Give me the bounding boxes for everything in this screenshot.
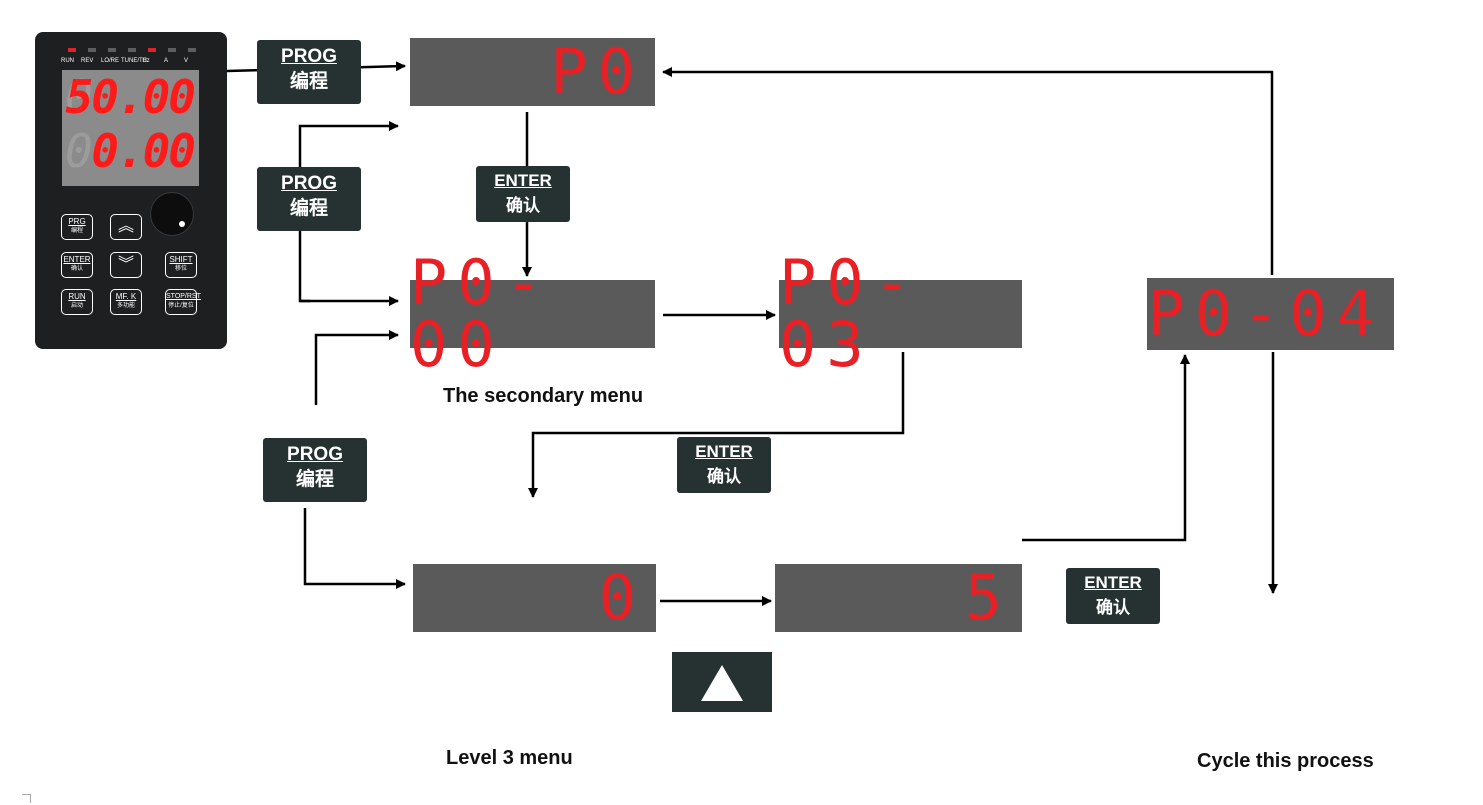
up-key[interactable]: ︽ bbox=[110, 214, 142, 240]
enter-key-tag: ENTER 确认 bbox=[1066, 568, 1160, 624]
led-lo-re: LO/RE bbox=[101, 48, 119, 64]
prog-key-tag: PROG 编程 bbox=[257, 167, 361, 231]
led-rev: REV bbox=[81, 48, 97, 64]
display-value-0: 0 bbox=[413, 564, 656, 632]
corner-mark bbox=[22, 794, 31, 803]
display-line-1: 50.00 bbox=[65, 70, 196, 124]
enter-key-tag: ENTER 确认 bbox=[476, 166, 570, 222]
up-key-tag bbox=[672, 652, 772, 712]
level3-menu-label: Level 3 menu bbox=[446, 747, 573, 769]
double-chevron-down-icon: ︾ bbox=[117, 256, 134, 273]
indicator-leds: RUN REV LO/RE TUNE/TC Hz A V bbox=[61, 48, 221, 68]
ghost-digits-1: 0 bbox=[65, 70, 93, 124]
cycle-process-label: Cycle this process bbox=[1197, 750, 1374, 772]
down-key[interactable]: ︾ bbox=[110, 252, 142, 278]
display-p0-03: P0-03 bbox=[779, 252, 1022, 376]
led-a: A bbox=[164, 48, 177, 64]
secondary-menu-label: The secondary menu bbox=[443, 385, 644, 407]
led-run: RUN bbox=[61, 48, 77, 64]
enter-key-tag: ENTER 确认 bbox=[677, 437, 771, 493]
arrow-return-to-p0-00 bbox=[314, 330, 399, 405]
triangle-up-icon bbox=[701, 665, 743, 701]
ghost-digits-2: 00 bbox=[65, 124, 118, 178]
prog-key-tag: PROG 编程 bbox=[263, 438, 367, 502]
display-p0: P0 bbox=[410, 38, 655, 106]
led-hz: Hz bbox=[142, 48, 157, 64]
led-tune-tc: TUNE/TC bbox=[121, 48, 147, 64]
display-p0-00: P0-00 bbox=[410, 252, 655, 376]
arrow-cycle-to-p0 bbox=[662, 67, 1274, 275]
keypad-panel: RUN REV LO/RE TUNE/TC Hz A V 0 50.00 00 … bbox=[35, 32, 227, 349]
display-value-5: 5 bbox=[775, 564, 1022, 632]
led-v: V bbox=[184, 48, 197, 64]
double-chevron-up-icon: ︽ bbox=[117, 218, 134, 235]
potentiometer-knob[interactable] bbox=[150, 192, 194, 236]
arrow-5-to-p0-04 bbox=[1022, 354, 1190, 542]
display-line-2: 0.00 bbox=[91, 124, 196, 178]
prog-key-tag: PROG 编程 bbox=[257, 40, 361, 104]
keypad-screen: 0 50.00 00 0.00 bbox=[62, 70, 199, 186]
display-p0-04: P0-04 bbox=[1147, 278, 1394, 350]
arrow-prog-to-level3 bbox=[303, 508, 406, 589]
